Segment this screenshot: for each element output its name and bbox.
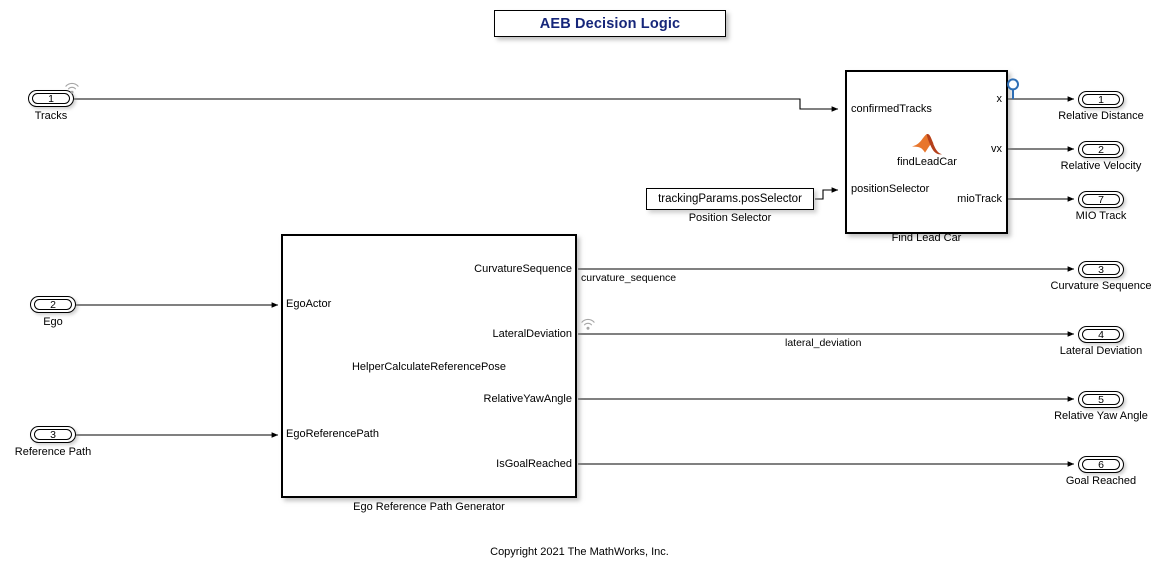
inport-reference-path[interactable]: 3: [30, 426, 76, 443]
broadcast-icon-lateral-deviation: [581, 318, 595, 330]
wire-tracks-to-confirmedtracks: [74, 98, 839, 112]
outport-relative-velocity[interactable]: 2: [1078, 141, 1124, 158]
outport-goal-reached-label: Goal Reached: [1065, 475, 1137, 487]
block-find-lead-car[interactable]: [845, 70, 1008, 234]
outport-relative-yaw-angle[interactable]: 5: [1078, 391, 1124, 408]
matlab-logo-icon: [912, 133, 942, 155]
outport-lateral-deviation-number: 4: [1098, 328, 1104, 341]
outport-lateral-deviation-label: Lateral Deviation: [1059, 345, 1143, 357]
ego-ref-output-isgoalreached: IsGoalReached: [496, 458, 572, 470]
block-ego-reference-path-generator[interactable]: [281, 234, 577, 498]
outport-goal-reached-number: 6: [1098, 458, 1104, 471]
ego-ref-input-egoreferencepath: EgoReferencePath: [286, 428, 379, 440]
broadcast-icon: [65, 82, 79, 94]
inport-ego-number: 2: [50, 298, 56, 311]
copyright-notice: Copyright 2021 The MathWorks, Inc.: [490, 546, 669, 558]
page-title-text: AEB Decision Logic: [539, 15, 681, 32]
ego-ref-output-lateraldeviation: LateralDeviation: [492, 328, 573, 340]
inport-reference-path-number: 3: [50, 428, 56, 441]
page-title: AEB Decision Logic: [494, 10, 726, 37]
inport-tracks-label: Tracks: [34, 110, 68, 122]
outport-relative-yaw-angle-number: 5: [1098, 393, 1104, 406]
outport-curvature-sequence[interactable]: 3: [1078, 261, 1124, 278]
position-selector-caption: Position Selector: [688, 212, 772, 224]
block-position-selector[interactable]: trackingParams.posSelector: [646, 188, 814, 210]
find-lead-car-output-vx: vx: [991, 143, 1002, 155]
outport-curvature-sequence-number: 3: [1098, 263, 1104, 276]
outport-relative-distance-label: Relative Distance: [1058, 110, 1144, 122]
outport-goal-reached[interactable]: 6: [1078, 456, 1124, 473]
testpoint-icon[interactable]: [1006, 78, 1020, 100]
outport-curvature-sequence-label: Curvature Sequence: [1050, 280, 1152, 292]
ego-ref-body-label: HelperCalculateReferencePose: [351, 361, 507, 373]
wire-posselector-to-findleadcar: [815, 187, 839, 200]
inport-tracks[interactable]: 1: [28, 90, 74, 107]
ego-ref-caption: Ego Reference Path Generator: [353, 501, 505, 513]
outport-relative-yaw-angle-label: Relative Yaw Angle: [1054, 410, 1148, 422]
inport-ego-label: Ego: [43, 316, 63, 328]
inport-tracks-number: 1: [48, 92, 54, 105]
outport-lateral-deviation[interactable]: 4: [1078, 326, 1124, 343]
outport-mio-track-number: 7: [1098, 193, 1104, 206]
find-lead-car-output-miotrack: mioTrack: [957, 193, 1002, 205]
position-selector-value: trackingParams.posSelector: [658, 193, 802, 205]
find-lead-car-body-label: findLeadCar: [897, 156, 957, 168]
inport-reference-path-label: Reference Path: [14, 446, 92, 458]
ego-ref-input-egoactor: EgoActor: [286, 298, 332, 310]
signal-label-lateral-deviation: lateral_deviation: [785, 337, 862, 349]
find-lead-car-output-x: x: [996, 93, 1003, 105]
outport-relative-distance-number: 1: [1098, 93, 1104, 106]
inport-ego[interactable]: 2: [30, 296, 76, 313]
signal-label-curvature-sequence: curvature_sequence: [581, 272, 677, 284]
outport-mio-track[interactable]: 7: [1078, 191, 1124, 208]
find-lead-car-input-positionselector: positionSelector: [851, 183, 930, 195]
find-lead-car-input-confirmedtracks: confirmedTracks: [851, 103, 932, 115]
outport-relative-distance[interactable]: 1: [1078, 91, 1124, 108]
find-lead-car-caption: Find Lead Car: [891, 232, 962, 244]
outport-relative-velocity-label: Relative Velocity: [1060, 160, 1142, 172]
ego-ref-output-relativeyawangle: RelativeYawAngle: [483, 393, 572, 405]
outport-relative-velocity-number: 2: [1098, 143, 1104, 156]
ego-ref-output-curvaturesequence: CurvatureSequence: [474, 263, 572, 275]
outport-mio-track-label: MIO Track: [1075, 210, 1127, 222]
